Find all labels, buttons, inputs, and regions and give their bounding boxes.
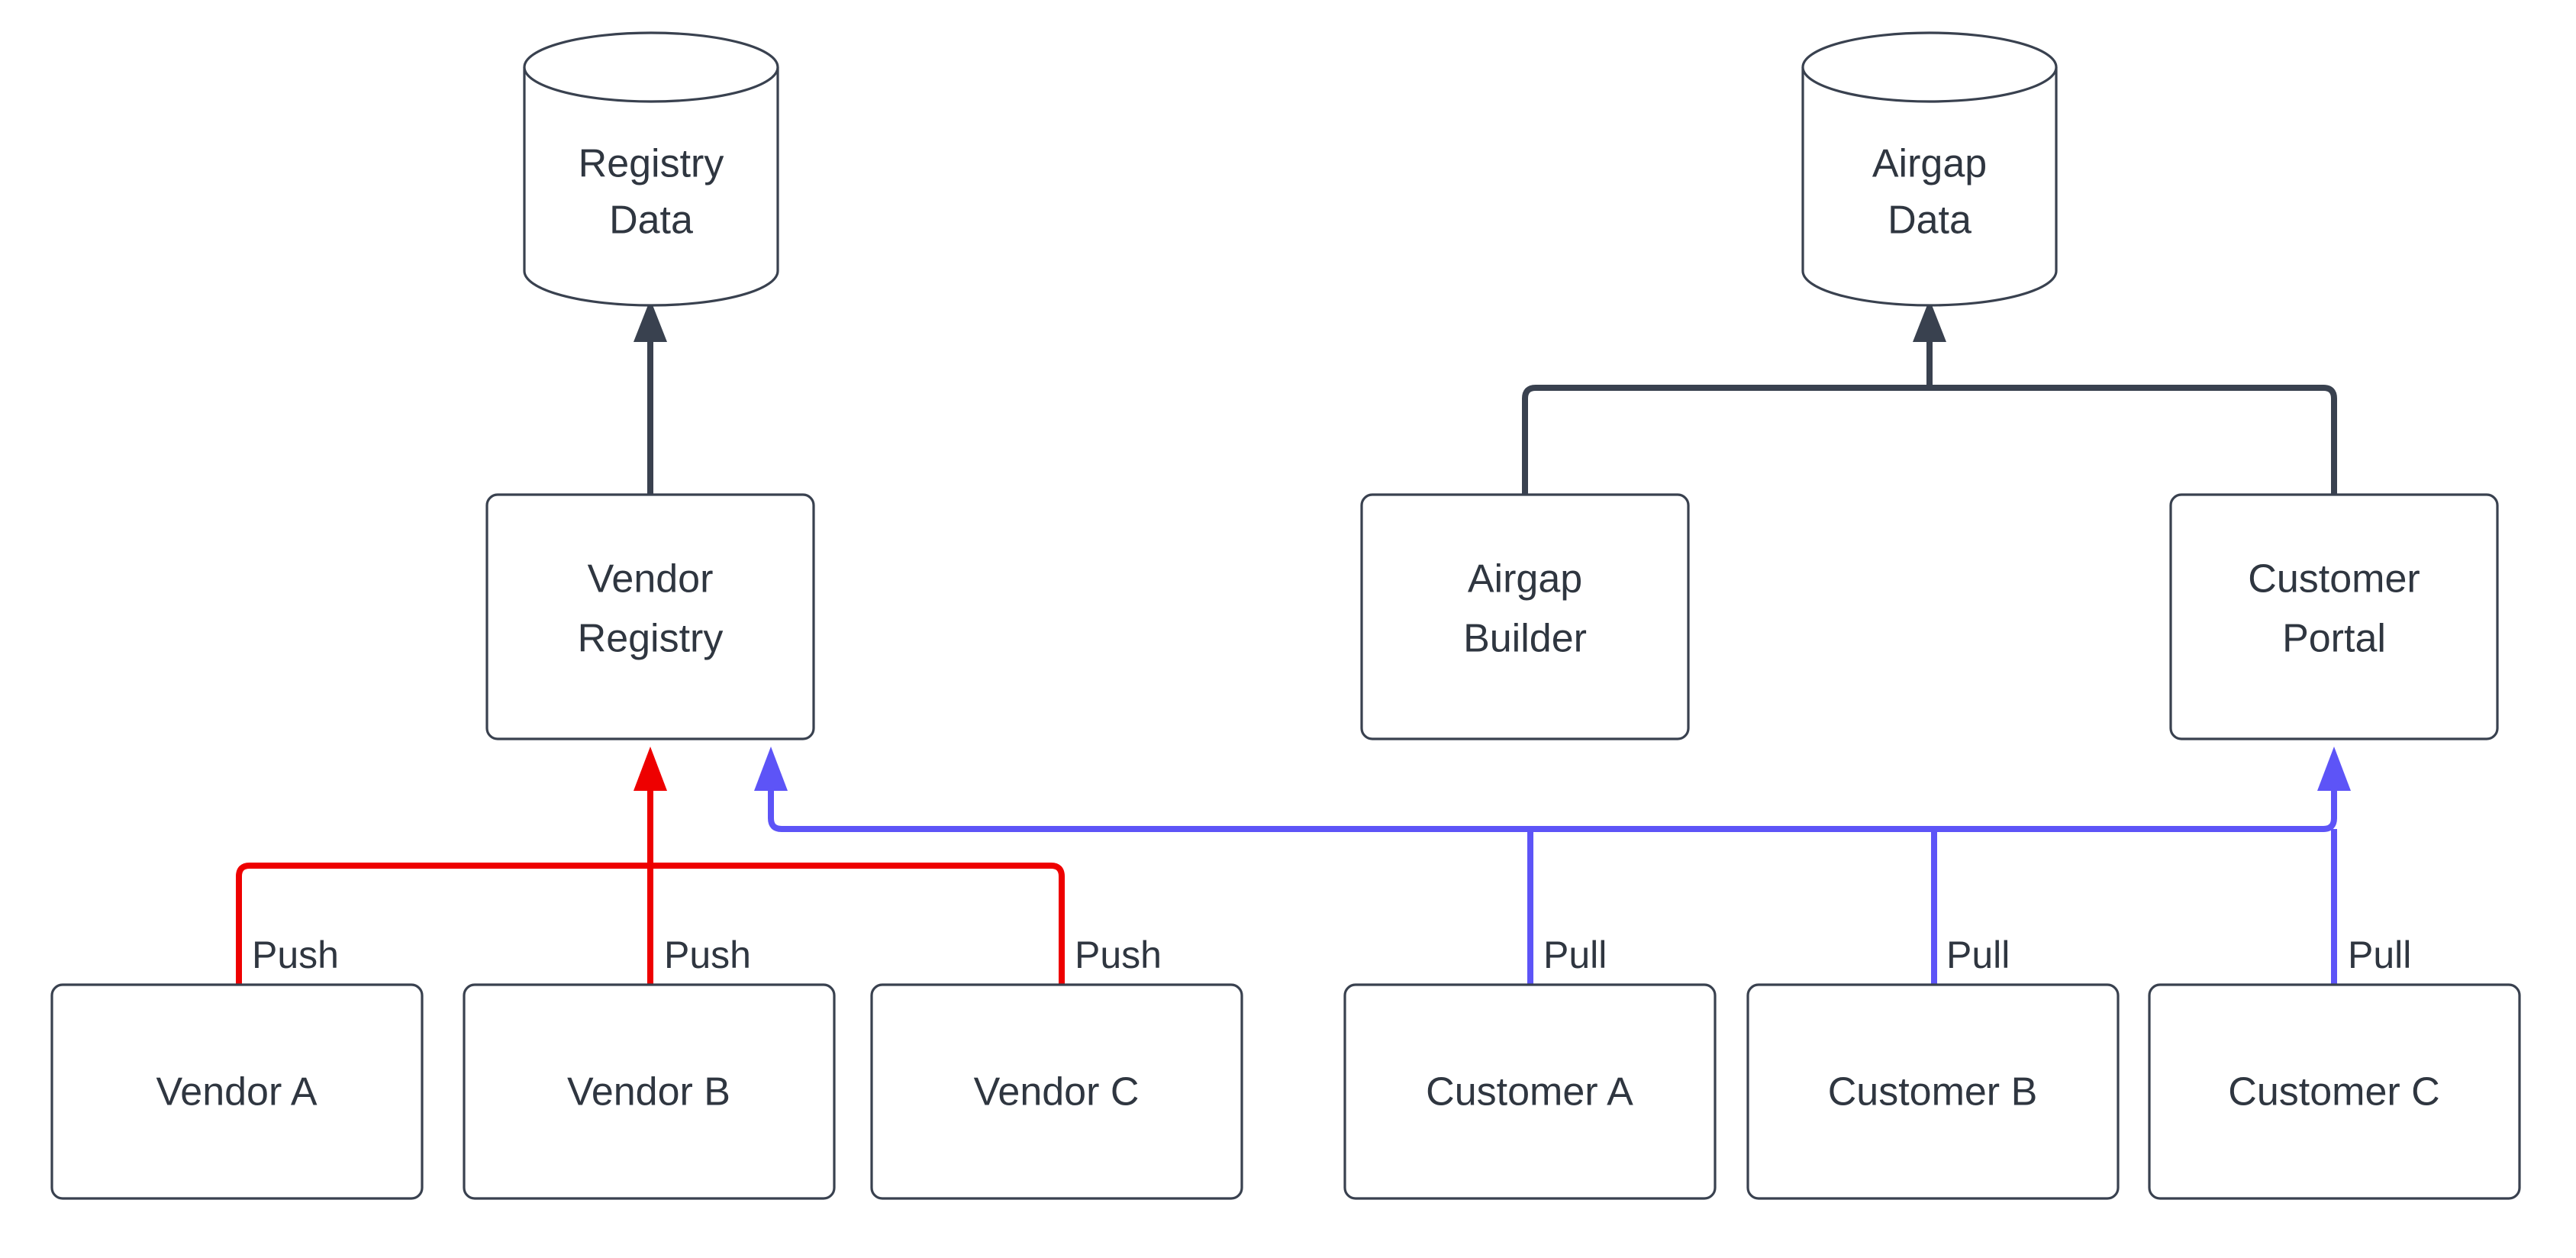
datastore-airgap-data-line2: Data xyxy=(1888,198,1971,243)
edge-customers-pull-to-customer-portal xyxy=(754,747,2351,985)
actor-customer-c-label: Customer C xyxy=(2228,1070,2439,1114)
edge-vendors-push-to-vendor-registry xyxy=(236,747,1065,985)
actor-box xyxy=(1343,983,1717,1200)
service-box xyxy=(2169,493,2499,740)
service-box xyxy=(1360,493,1690,740)
actor-customer-b-label: Customer B xyxy=(1828,1070,2038,1114)
actor-box xyxy=(870,983,1243,1200)
actor-box xyxy=(2148,983,2521,1200)
actor-box xyxy=(50,983,424,1200)
cylinder-body xyxy=(1801,67,2058,307)
actor-vendor-a-label: Vendor A xyxy=(156,1070,317,1114)
edge-label-pull-customer-c: Pull xyxy=(2348,934,2411,976)
datastore-airgap-data-line1: Airgap xyxy=(1872,142,1987,186)
cylinder-top-icon xyxy=(523,31,779,103)
pull-spine xyxy=(768,769,2337,832)
actor-customer-a-label: Customer A xyxy=(1426,1070,1633,1114)
service-customer-portal-line2: Portal xyxy=(2282,617,2386,661)
datastore-airgap-data[interactable]: Airgap Data xyxy=(1801,31,2058,307)
edge-label-push-vendor-a: Push xyxy=(252,934,339,976)
arrowhead-icon xyxy=(1913,299,1946,342)
edge-label-push-vendor-b: Push xyxy=(664,934,751,976)
edge-airgap-tree-to-airgap-data xyxy=(1522,299,2337,495)
arrowhead-icon xyxy=(754,747,788,791)
edge-bracket xyxy=(1522,385,2337,495)
actor-vendor-c[interactable]: Vendor C xyxy=(870,983,1243,1200)
arrowhead-icon xyxy=(634,299,667,342)
actor-vendor-a[interactable]: Vendor A xyxy=(50,983,424,1200)
actor-vendor-b-label: Vendor B xyxy=(567,1070,730,1114)
service-customer-portal[interactable]: Customer Portal xyxy=(2169,493,2499,740)
cylinder-top-icon xyxy=(1801,31,2058,103)
service-vendor-registry-line1: Vendor xyxy=(588,557,714,602)
edge-vendor-registry-to-registry-data xyxy=(634,299,667,495)
edge-label-push-vendor-c: Push xyxy=(1075,934,1162,976)
service-box xyxy=(485,493,815,740)
actor-box xyxy=(1746,983,2120,1200)
service-vendor-registry[interactable]: Vendor Registry xyxy=(485,493,815,740)
service-airgap-builder[interactable]: Airgap Builder xyxy=(1360,493,1690,740)
service-customer-portal-line1: Customer xyxy=(2248,557,2420,602)
arrowhead-icon xyxy=(2317,747,2351,791)
edge-label-pull-customer-a: Pull xyxy=(1543,934,1607,976)
actor-customer-b[interactable]: Customer B xyxy=(1746,983,2120,1200)
edge-label-pull-customer-b: Pull xyxy=(1946,934,2010,976)
datastore-registry-data-line2: Data xyxy=(609,198,693,243)
cylinder-body xyxy=(523,67,779,307)
actor-vendor-c-label: Vendor C xyxy=(974,1070,1140,1114)
service-airgap-builder-line2: Builder xyxy=(1463,617,1587,661)
actor-vendor-b[interactable]: Vendor B xyxy=(463,983,836,1200)
service-vendor-registry-line2: Registry xyxy=(578,617,724,661)
actor-customer-a[interactable]: Customer A xyxy=(1343,983,1717,1200)
service-airgap-builder-line1: Airgap xyxy=(1468,557,1582,602)
datastore-registry-data-line1: Registry xyxy=(579,142,724,186)
arrowhead-icon xyxy=(634,747,667,791)
actor-customer-c[interactable]: Customer C xyxy=(2148,983,2521,1200)
actor-box xyxy=(463,983,836,1200)
datastore-registry-data[interactable]: Registry Data xyxy=(523,31,779,307)
